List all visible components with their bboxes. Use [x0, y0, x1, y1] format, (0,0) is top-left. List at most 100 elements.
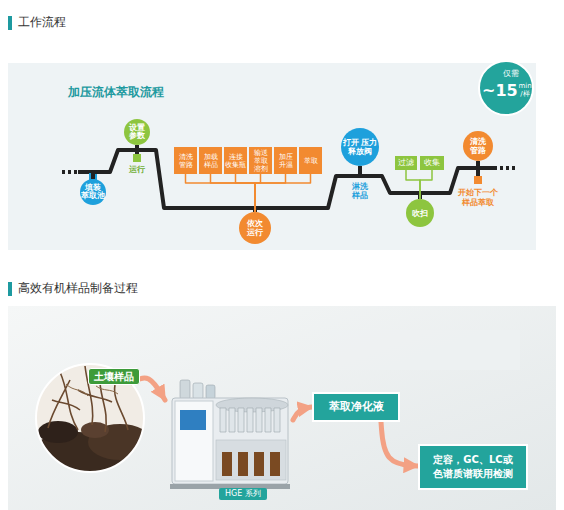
node-label: ~15	[482, 81, 518, 101]
bracket-line	[255, 174, 311, 212]
box-shape	[474, 176, 482, 184]
soil-clump	[38, 421, 78, 443]
box-shape	[395, 156, 417, 170]
result-box: 定容，GC、LC或 色谱质谱联用检测	[418, 444, 528, 490]
node-label: 运行	[125, 165, 149, 175]
process-arrow	[381, 422, 418, 466]
step-circle: 清洗 管路	[463, 131, 493, 161]
node-label: 清洗 管路	[463, 131, 493, 161]
heading-bar	[8, 282, 12, 296]
box-shape	[419, 445, 527, 489]
bracket-line	[211, 174, 256, 212]
process-box: 过滤	[395, 156, 417, 170]
box-outline	[418, 444, 528, 490]
control-panel	[175, 401, 213, 481]
bracket-line	[186, 174, 256, 212]
box-shape	[274, 147, 297, 174]
step-circle: 打开 压力 释放阀	[341, 128, 379, 166]
box-shape	[224, 147, 247, 174]
junction-square: 开始下一个 样品萃取	[474, 176, 482, 184]
box-outline	[133, 154, 141, 162]
result-box: 萃取净化液	[312, 392, 400, 422]
section-heading: 高效有机样品制备过程	[18, 281, 138, 295]
box-shape	[174, 147, 197, 174]
node-label: 加载 样品	[199, 147, 222, 174]
process-box: 输送 萃取 溶剂	[249, 147, 272, 174]
box-shape	[313, 393, 399, 421]
collection-bay	[216, 440, 286, 480]
process-box: 收集	[420, 156, 444, 170]
node-label: 萃取净化液	[312, 392, 400, 422]
collection-bottles	[222, 452, 280, 476]
box-shape	[133, 154, 141, 162]
box-shape	[420, 156, 444, 170]
process-box: 连接 收集瓶	[224, 147, 247, 174]
section-heading: 加压流体萃取流程	[68, 85, 164, 99]
node-label: 加压 升温	[274, 147, 297, 174]
process-arrow	[293, 407, 312, 420]
node-label: 土壤样品	[88, 368, 140, 385]
circle-shape	[406, 199, 434, 227]
process-box: 加载 样品	[199, 147, 222, 174]
bracket-line	[406, 170, 420, 199]
node-label: 定容，GC、LC或 色谱质谱联用检测	[418, 444, 528, 490]
flow-panel	[8, 63, 536, 250]
instrument-body	[172, 398, 288, 484]
node-label: 打开 压力 释放阀	[341, 128, 379, 166]
node-label: 连接 收集瓶	[224, 147, 247, 174]
flow-track	[360, 166, 420, 199]
node-label: 仅需	[503, 69, 519, 79]
circle-shape	[239, 212, 271, 244]
time-badge: 仅需 ~15min /样	[478, 60, 534, 116]
node-label: 输送 萃取 溶剂	[249, 147, 272, 174]
section-heading: 工作流程	[18, 15, 66, 29]
node-label: HGE 系列	[219, 488, 267, 500]
box-shape	[249, 147, 272, 174]
bracket-line	[236, 174, 256, 212]
instrument-frame: HGE 系列	[165, 378, 293, 500]
soil-photo	[23, 360, 152, 492]
box-shape	[199, 147, 222, 174]
bracket-line	[255, 174, 286, 212]
step-circle: 吹扫	[406, 199, 434, 227]
circle-shape	[463, 131, 493, 161]
sample-photo: 土壤样品	[35, 363, 145, 473]
heading-bar	[8, 16, 12, 30]
node-label: 依次 运行	[239, 212, 271, 244]
circle-shape	[80, 179, 106, 205]
node-label: 吹扫	[406, 199, 434, 227]
node-label: min /样	[517, 82, 533, 98]
extraction-cells	[220, 408, 280, 432]
bracket-line	[420, 170, 432, 199]
node-label: 清洗 管路	[174, 147, 197, 174]
box-outline	[474, 176, 482, 184]
node-label: 开始下一个 样品萃取	[444, 188, 512, 208]
node-label: 过滤	[395, 156, 417, 170]
step-circle: 设置 参数	[124, 119, 150, 145]
solvent-bottle	[193, 383, 203, 399]
track-dash	[62, 170, 78, 174]
step-note: 淋洗 样品	[348, 182, 372, 200]
process-box: 加压 升温	[274, 147, 297, 174]
circle-shape	[124, 119, 150, 145]
node-label: 设置 参数	[124, 119, 150, 145]
flow-track	[476, 161, 480, 176]
solvent-bottle	[180, 380, 190, 399]
step-circle: 填装 萃取池	[80, 179, 106, 205]
step-circle: 依次 运行	[239, 212, 271, 244]
box-shape	[299, 147, 322, 174]
node-label: 填装 萃取池	[80, 179, 106, 205]
screen	[180, 410, 206, 430]
instrument-illustration	[170, 380, 290, 489]
node-label: 收集	[420, 156, 444, 170]
root-lines	[66, 384, 118, 396]
process-box: 清洗 管路	[174, 147, 197, 174]
circle-shape	[479, 61, 533, 115]
junction-square: 运行	[133, 154, 141, 162]
lab-shelf	[330, 330, 520, 370]
solvent-bottle	[206, 385, 215, 399]
